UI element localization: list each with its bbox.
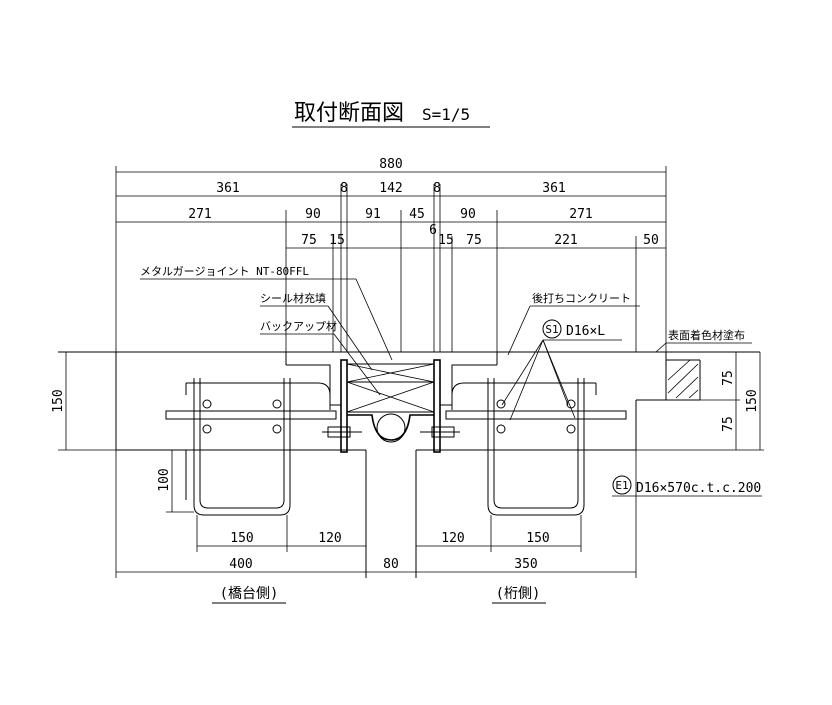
- dim-label: 120: [441, 531, 464, 546]
- dim-label: 361: [542, 181, 565, 196]
- coating-hatch: [666, 359, 701, 400]
- dim-label: 75: [721, 370, 736, 386]
- joint-label: メタルガージョイント NT-80FFL: [140, 265, 309, 278]
- joint-label-group: メタルガージョイント NT-80FFL: [140, 265, 393, 361]
- e1-circle: [612, 475, 632, 495]
- dim-label: 15: [438, 233, 454, 248]
- dim-label: 50: [643, 233, 659, 248]
- dim-label: 880: [379, 157, 402, 172]
- dim-label: 15: [329, 233, 345, 248]
- dim-label: 120: [318, 531, 341, 546]
- concrete-label-group: 後打ちコンクリート: [507, 291, 640, 356]
- dim-right-heights: 75 75 150: [636, 352, 764, 451]
- backup-label-group: バックアップ材: [260, 319, 381, 396]
- dim-bottom-anchors: 150 120 120 150: [196, 515, 582, 552]
- right-anchor: [445, 378, 627, 516]
- dim-label: 150: [230, 531, 253, 546]
- left-side-label: (橋台側): [220, 586, 279, 602]
- dim-label: 8: [433, 181, 441, 196]
- s1-mark: S1: [545, 323, 558, 336]
- dim-label: 271: [188, 207, 211, 222]
- dim-label: 75: [466, 233, 482, 248]
- e1-label-group: E1 D16×570c.t.c.200: [612, 475, 762, 497]
- coating-label-group: 表面着色材塗布: [655, 328, 752, 353]
- dim-label: 150: [745, 389, 760, 412]
- concrete-outline: [58, 351, 760, 578]
- dim-label: 45: [409, 207, 425, 222]
- dim-left-height: 150: [51, 352, 116, 451]
- dim-label: 100: [157, 468, 172, 491]
- dim-label: 6: [429, 223, 437, 238]
- drawing-title: 取付断面図: [294, 101, 404, 126]
- dim-label: 91: [365, 207, 381, 222]
- dim-anchor-depth: 100: [157, 450, 194, 513]
- dim-label: 350: [514, 557, 537, 572]
- left-anchor: [165, 378, 337, 516]
- dim-label: 400: [229, 557, 252, 572]
- seal-label-group: シール材充填: [260, 291, 373, 371]
- dim-label: 361: [216, 181, 239, 196]
- s1-circle: [542, 319, 562, 339]
- dim-label: 142: [379, 181, 402, 196]
- dim-label: 271: [569, 207, 592, 222]
- dim-label: 8: [340, 181, 348, 196]
- dim-label: 75: [301, 233, 317, 248]
- dim-label: 75: [721, 416, 736, 432]
- dim-label: 80: [383, 557, 399, 572]
- drawing-scale: S=1/5: [422, 105, 470, 124]
- concrete-label: 後打ちコンクリート: [532, 291, 631, 305]
- dim-base: 400 80 350: [115, 450, 637, 578]
- right-side-label: (桁側): [496, 586, 541, 602]
- dim-total: 880: [115, 157, 667, 352]
- backup-label: バックアップ材: [260, 319, 337, 333]
- seal-label: シール材充填: [260, 291, 326, 305]
- s1-text: D16×L: [566, 324, 605, 339]
- dim-label: 90: [305, 207, 321, 222]
- dim-row2: 271 90 91 45 90 271: [116, 207, 666, 352]
- e1-mark: E1: [615, 479, 628, 492]
- dim-row3: 75 15 6 15 75 221 50: [286, 223, 666, 352]
- e1-text: D16×570c.t.c.200: [636, 481, 761, 496]
- dim-label: 90: [460, 207, 476, 222]
- coating-label: 表面着色材塗布: [668, 328, 745, 342]
- dim-label: 150: [526, 531, 549, 546]
- dim-label: 221: [554, 233, 577, 248]
- joint-body: [286, 359, 497, 453]
- s1-label-group: S1 D16×L: [501, 319, 622, 421]
- dim-label: 150: [51, 389, 66, 412]
- dim-row1: 361 8 142 8 361: [116, 181, 666, 352]
